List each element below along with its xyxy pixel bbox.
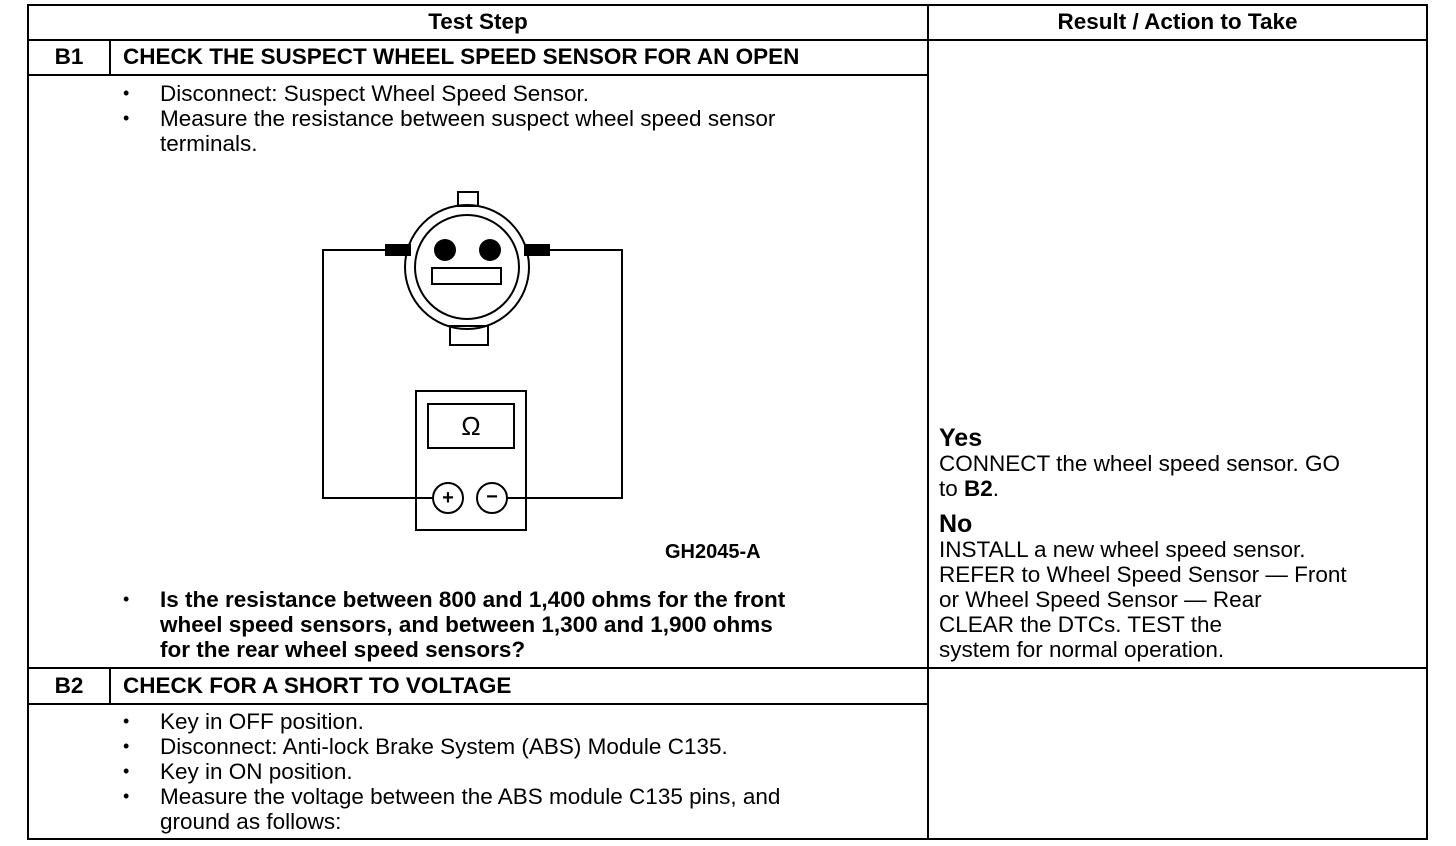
probe-clip-right xyxy=(524,244,550,256)
yes-action-line-1: CONNECT the wheel speed sensor. GO xyxy=(939,451,1341,476)
b2-bullet-3: Key in ON position. xyxy=(160,759,353,784)
b2-bullet-1: Key in OFF position. xyxy=(160,709,364,734)
b2-step-id: B2 xyxy=(54,673,84,698)
table-border-bottom xyxy=(27,838,1428,840)
b1-title-divider xyxy=(27,74,929,76)
figure-caption: GH2045-A xyxy=(665,541,761,563)
header-test-step: Test Step xyxy=(428,9,528,34)
b1-bullet-1: Disconnect: Suspect Wheel Speed Sensor. xyxy=(160,81,589,106)
b1-title: CHECK THE SUSPECT WHEEL SPEED SENSOR FOR… xyxy=(123,44,800,69)
bullet: • xyxy=(123,736,130,756)
bullet: • xyxy=(123,761,130,781)
meter-plus-label: + xyxy=(442,487,454,509)
no-action-line-1: INSTALL a new wheel speed sensor. xyxy=(939,537,1306,562)
b2-id-divider xyxy=(109,667,111,704)
header-divider xyxy=(27,39,1428,41)
no-label: No xyxy=(939,510,973,538)
probe-clip-left xyxy=(385,244,411,256)
goto-b2-link: B2 xyxy=(964,476,993,501)
table-border-left xyxy=(27,4,29,840)
meter-minus-label: − xyxy=(486,486,498,508)
b1-bullet-2-cont: terminals. xyxy=(160,131,258,156)
header-result-action: Result / Action to Take xyxy=(1057,9,1298,34)
row-divider xyxy=(27,667,1428,669)
table-border-top xyxy=(27,4,1428,6)
no-action-line-2: REFER to Wheel Speed Sensor — Front xyxy=(939,562,1347,587)
bullet: • xyxy=(123,108,130,128)
bullet: • xyxy=(123,786,130,806)
b2-title: CHECK FOR A SHORT TO VOLTAGE xyxy=(123,673,512,698)
no-action-line-4: CLEAR the DTCs. TEST the xyxy=(939,612,1223,637)
yes-action-line-2: to B2. xyxy=(939,476,1000,501)
ohm-symbol: Ω xyxy=(461,411,481,441)
bullet: • xyxy=(123,711,130,731)
no-action-line-3: or Wheel Speed Sensor — Rear xyxy=(939,587,1262,612)
b1-question-1: Is the resistance between 800 and 1,400 … xyxy=(160,587,786,612)
terminal-pin-right xyxy=(479,239,501,261)
no-action-line-5: system for normal operation. xyxy=(939,637,1225,662)
bullet: • xyxy=(123,589,130,609)
bullet: • xyxy=(123,83,130,103)
b2-title-divider xyxy=(27,703,929,705)
table-border-right xyxy=(1426,4,1428,840)
column-divider xyxy=(927,4,929,840)
b1-bullet-2: Measure the resistance between suspect w… xyxy=(160,106,776,131)
b2-bullet-4-cont: ground as follows: xyxy=(160,809,342,834)
yes-label: Yes xyxy=(939,424,983,452)
b2-bullet-4: Measure the voltage between the ABS modu… xyxy=(160,784,781,809)
b2-bullet-2: Disconnect: Anti-lock Brake System (ABS)… xyxy=(160,734,728,759)
terminal-pin-left xyxy=(434,239,456,261)
b1-step-id: B1 xyxy=(54,44,84,69)
b1-question-2: wheel speed sensors, and between 1,300 a… xyxy=(160,612,773,637)
b1-question-3: for the rear wheel speed sensors? xyxy=(160,637,526,662)
b1-id-divider xyxy=(109,39,111,76)
